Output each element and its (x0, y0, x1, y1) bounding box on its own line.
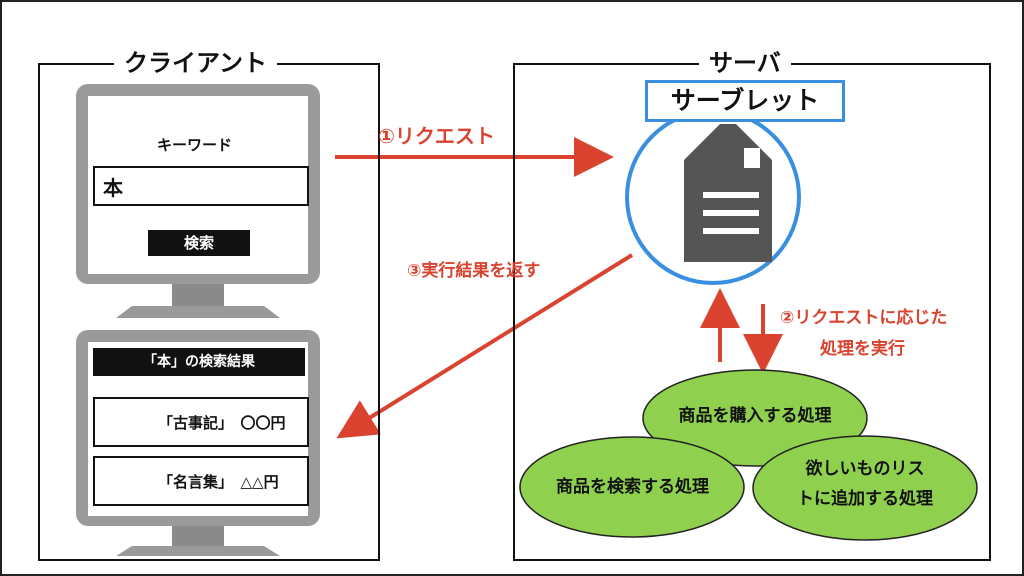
process-ellipse-wishlist (752, 435, 978, 541)
process-label-line1: ②リクエストに応じた (780, 308, 948, 328)
results-title: 「本」の検索結果 (93, 348, 305, 376)
search-input[interactable]: 本 (93, 166, 309, 206)
process-ellipse-search (519, 436, 745, 538)
client-panel-title: クライアント (114, 48, 278, 78)
search-input-value: 本 (103, 176, 123, 200)
server-panel-title: サーバ (699, 48, 791, 78)
servlet-label: サーブレット (645, 80, 845, 122)
process-purchase-text: 商品を購入する処理 (678, 406, 832, 426)
return-arrow (336, 253, 634, 439)
return-label: ③実行結果を返す (407, 261, 541, 281)
result-item-text: 「古事記」 〇〇円 (158, 414, 286, 432)
request-label: ①リクエスト (378, 124, 495, 148)
result-item-text: 「名言集」 △△円 (158, 473, 279, 491)
search-button[interactable]: 検索 (148, 230, 250, 256)
process-wishlist-text-line2: トに追加する処理 (797, 489, 933, 509)
process-label-line2: 処理を実行 (820, 339, 905, 359)
document-icon (684, 124, 772, 262)
result-item[interactable] (93, 456, 309, 506)
process-search-text: 商品を検索する処理 (556, 477, 709, 497)
process-wishlist-text-line1: 欲しいものリス (805, 459, 925, 479)
result-item[interactable] (93, 397, 309, 447)
keyword-label: キーワード (157, 136, 233, 154)
